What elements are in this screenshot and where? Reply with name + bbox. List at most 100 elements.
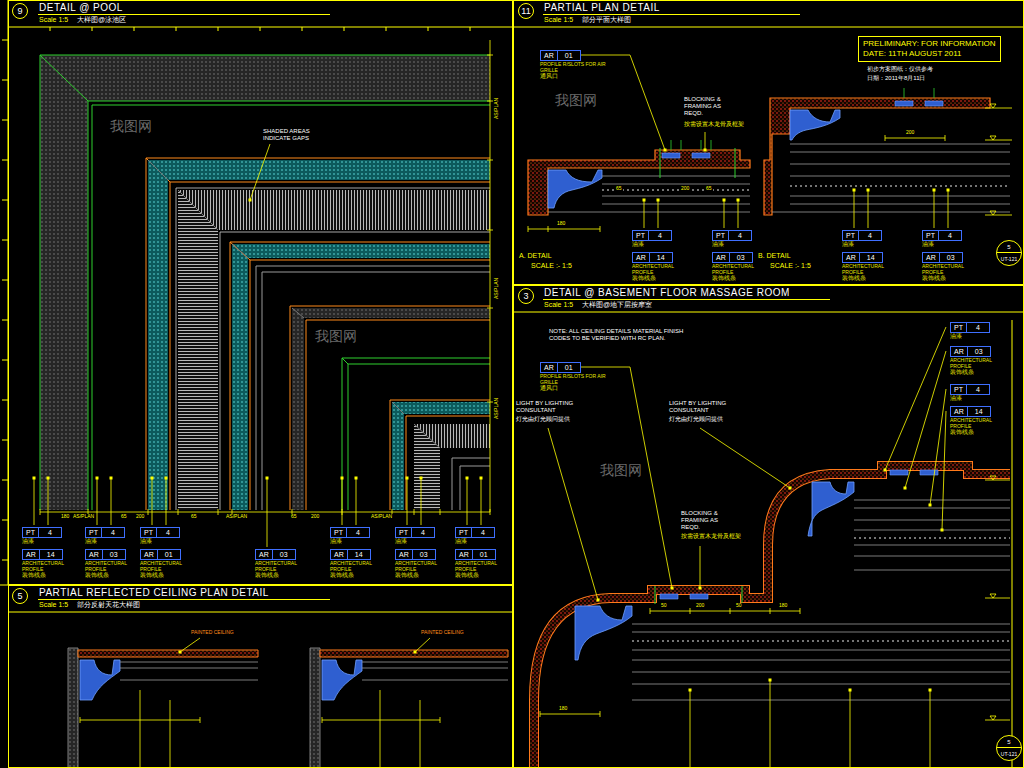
material-code: PT: [455, 527, 472, 538]
material-caption: 装饰线条: [85, 572, 135, 579]
moulding-edge: [390, 400, 490, 510]
material-caption: ARCHITECTURAL PROFILE: [85, 560, 135, 572]
stamp-text: DATE: 11TH AUGUST 2011: [863, 49, 996, 59]
watermark: 我图网: [600, 462, 642, 478]
material-code: PT: [632, 230, 649, 241]
material-tag: AR14ARCHITECTURAL PROFILE装饰线条: [22, 549, 72, 579]
material-code: PT: [140, 527, 157, 538]
section-mark-text: 5: [1007, 739, 1010, 746]
material-caption: 装饰线条: [632, 275, 682, 282]
cornice-profile: [808, 482, 854, 536]
tag-cells: PT4: [950, 384, 1000, 395]
leader-line: [140, 638, 430, 768]
material-caption: 装饰线条: [395, 572, 445, 579]
leader-dot: [33, 199, 483, 480]
material-code: AR: [255, 549, 273, 560]
material-tag: AR03ARCHITECTURAL PROFILE装饰线条: [85, 549, 135, 579]
material-caption: 油漆: [22, 538, 72, 545]
substrate-section: [534, 466, 1010, 768]
material-tag: AR03ARCHITECTURAL PROFILE装饰线条: [395, 549, 445, 579]
material-caption: 油漆: [842, 241, 892, 248]
material-caption: 油漆: [85, 538, 135, 545]
detail-panel: DETAIL @ POOLScale 1:5大样图@泳池区9PT4油漆AR14A…: [8, 0, 513, 585]
level-mark: [985, 476, 1010, 720]
detail-number: 3: [518, 288, 534, 304]
tag-cells: AR03: [395, 549, 445, 560]
chinese-title: 大样图@地下层按摩室: [582, 300, 652, 309]
material-number: 01: [472, 549, 496, 560]
material-caption: 通风口: [540, 385, 620, 392]
dimension: 50: [660, 603, 668, 609]
leader-line: [34, 144, 481, 547]
section-mark-text: UT-121: [1001, 751, 1017, 757]
material-tag: PT4油漆: [395, 527, 445, 545]
tag-cells: AR03: [85, 549, 135, 560]
tag-cells: PT4: [85, 527, 135, 538]
air-grille: [662, 153, 710, 158]
material-caption: 装饰线条: [255, 572, 305, 579]
dimension: AS/PLAN: [370, 514, 393, 520]
tag-cells: PT4: [330, 527, 380, 538]
material-tag: PT4油漆: [950, 384, 1000, 402]
dimension: AS/PLAN: [225, 514, 248, 520]
layer-line: [632, 500, 1010, 700]
material-tag: AR14ARCHITECTURAL PROFILE装饰线条: [842, 252, 892, 282]
tag-cells: PT4: [140, 527, 190, 538]
detail-title: SCALE :- 1:5: [769, 262, 812, 270]
material-code: AR: [85, 549, 103, 560]
chinese-note: 按需设置木龙骨及框架: [683, 121, 745, 128]
detail-panel: PARTIAL PLAN DETAILScale 1:5部分平面大样图11PRE…: [513, 0, 1024, 285]
material-code: PT: [395, 527, 412, 538]
material-number: 4: [38, 527, 62, 538]
annotation-note: SHADED AREAS INDICATE GAPS: [262, 128, 326, 142]
material-tag: PT4油漆: [22, 527, 72, 545]
material-tag: PT4油漆: [632, 230, 682, 248]
material-number: 4: [101, 527, 125, 538]
material-caption: ARCHITECTURAL PROFILE: [455, 560, 505, 572]
material-caption: 油漆: [950, 333, 1000, 340]
material-code: AR: [712, 252, 730, 263]
moulding-edge: [40, 55, 490, 510]
moulding-band: [232, 244, 490, 510]
material-caption: 油漆: [712, 241, 762, 248]
substrate-section: [534, 466, 1010, 768]
chinese-note: 灯光由灯光顾问提供: [515, 416, 571, 423]
material-caption: ARCHITECTURAL PROFILE: [950, 357, 1000, 369]
material-caption: ARCHITECTURAL PROFILE: [395, 560, 445, 572]
material-caption: 油漆: [395, 538, 445, 545]
dimension: AS/PLAN: [494, 277, 500, 300]
level-mark: [985, 104, 1012, 215]
material-caption: 油漆: [950, 395, 1000, 402]
material-caption: ARCHITECTURAL PROFILE: [950, 417, 1000, 429]
material-tag: AR03ARCHITECTURAL PROFILE装饰线条: [950, 346, 1000, 376]
dimension: 200: [135, 514, 145, 520]
material-caption: 装饰线条: [712, 275, 762, 282]
cornice-profile: [790, 110, 840, 140]
blocking-line: [660, 148, 735, 178]
material-tag: AR01ARCHITECTURAL PROFILE装饰线条: [140, 549, 190, 579]
annotation-note: BLOCKING & FRAMING AS REQD.: [683, 96, 737, 117]
material-caption: 油漆: [922, 241, 972, 248]
material-code: AR: [922, 252, 940, 263]
tag-cells: AR14: [22, 549, 72, 560]
dimension: 180: [558, 706, 568, 712]
dimension: 65: [120, 514, 128, 520]
layer-line: [790, 185, 1010, 187]
tag-cells: AR14: [950, 406, 1000, 417]
material-number: 4: [156, 527, 180, 538]
tag-cells: AR01: [455, 549, 505, 560]
material-code: PT: [950, 322, 967, 333]
material-tag: PT4油漆: [842, 230, 892, 248]
detail-title: B. DETAIL: [757, 252, 792, 260]
material-number: 01: [157, 549, 181, 560]
material-caption: ARCHITECTURAL PROFILE: [22, 560, 72, 572]
material-tag: AR03ARCHITECTURAL PROFILE装饰线条: [712, 252, 762, 282]
dimension: 200: [310, 514, 320, 520]
annotation-note: PAINTED CEILING: [420, 630, 465, 636]
material-number: 01: [557, 362, 581, 373]
dimension: 50: [735, 603, 743, 609]
detail-number: 9: [12, 3, 28, 19]
material-code: AR: [330, 549, 348, 560]
material-tag: AR01PROFILE R/SLOTS FOR AIR GRILLE通风口: [540, 50, 620, 80]
watermark: 我图网: [555, 92, 597, 108]
